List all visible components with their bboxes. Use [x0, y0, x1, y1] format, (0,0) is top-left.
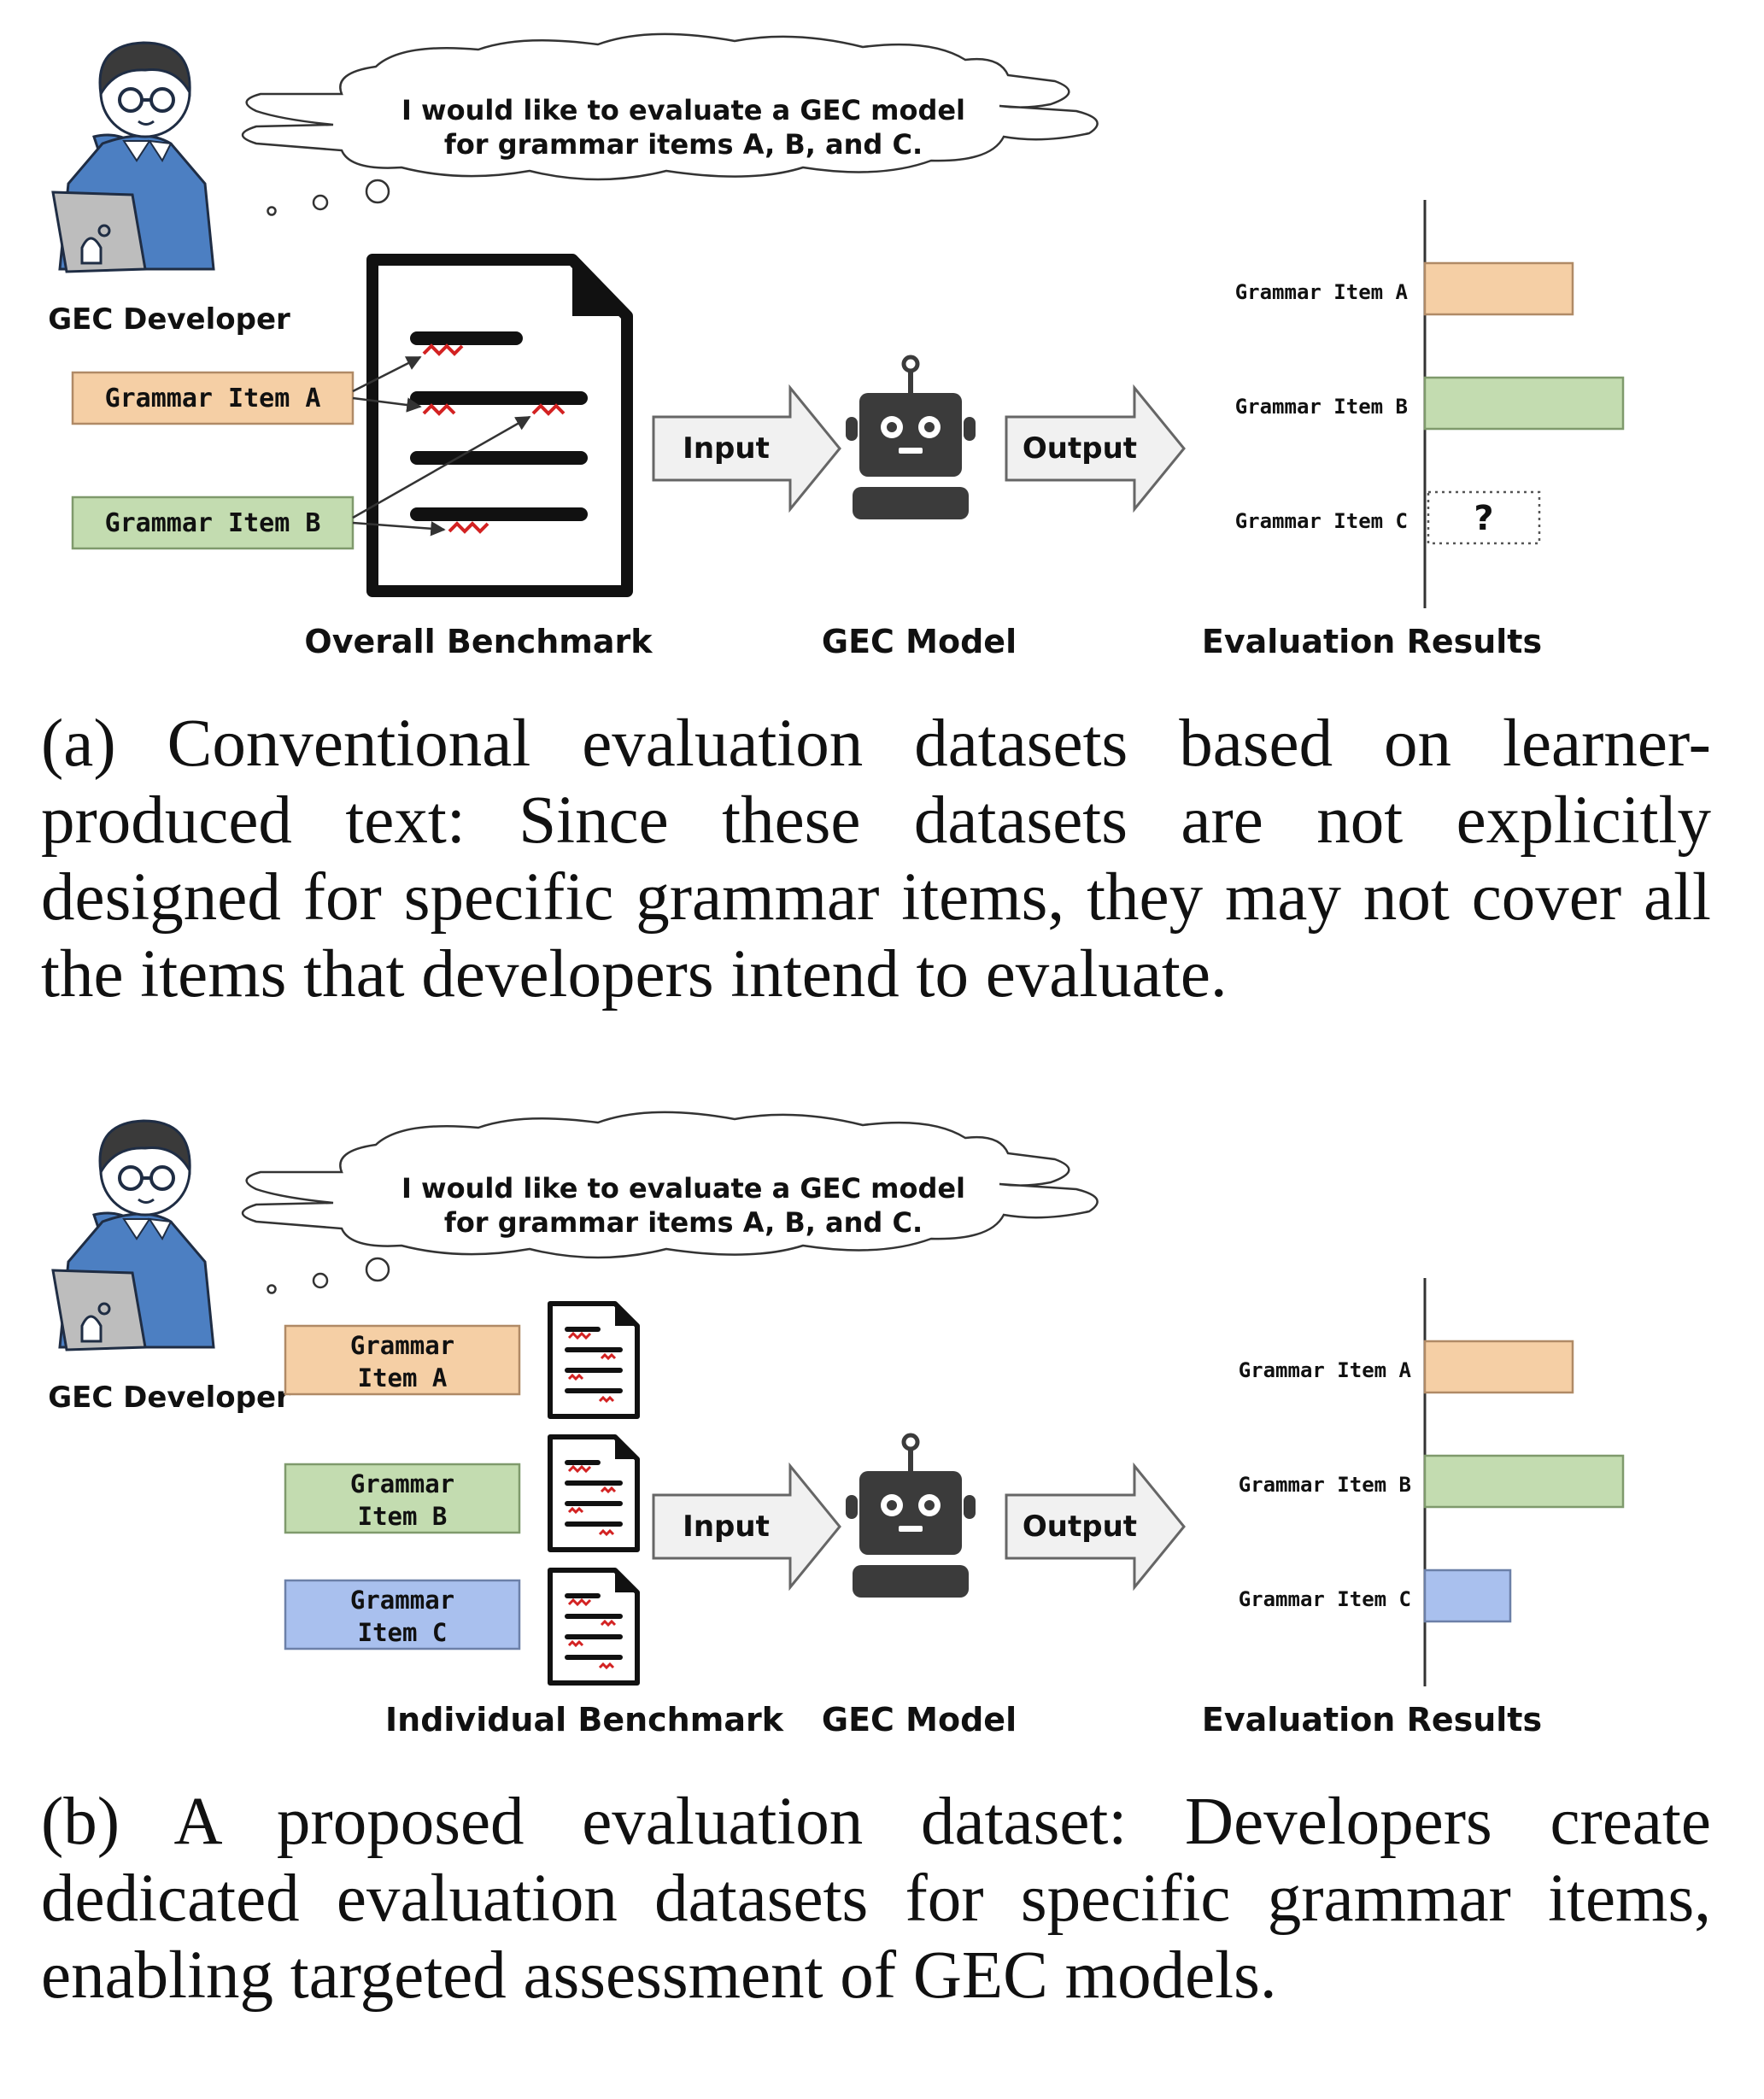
developer-label: GEC Developer	[48, 302, 290, 337]
result-row-label: Grammar Item A	[1235, 280, 1409, 304]
robot-icon	[846, 1435, 976, 1598]
item-b-label-line-1: Grammar	[350, 1469, 454, 1498]
output-label: Output	[1023, 431, 1137, 466]
robot-icon	[846, 357, 976, 519]
item-b-box	[71, 495, 355, 550]
panel-a: GEC Developer I would like to evaluate a…	[48, 32, 1625, 660]
result-row-label: Grammar Item B	[1235, 395, 1408, 419]
error-squiggle	[448, 521, 489, 534]
developer-label: GEC Developer	[48, 1381, 290, 1415]
thought-bubble: I would like to evaluate a GEC model for…	[241, 32, 1099, 216]
result-row-label: Grammar Item C	[1239, 1587, 1411, 1611]
result-row-label: Grammar Item A	[1239, 1358, 1412, 1382]
output-label: Output	[1023, 1510, 1137, 1544]
missing-result-marker: ?	[1474, 499, 1493, 538]
item-b-label-line-2: Item B	[358, 1502, 448, 1531]
overall-benchmark-document	[352, 254, 633, 597]
document-item-c-icon	[550, 1570, 637, 1683]
item-c-box	[284, 1579, 521, 1650]
caption-b: (b) A proposed evaluation dataset: Devel…	[41, 1785, 1711, 2013]
input-label: Input	[683, 431, 770, 466]
result-bar-item-b	[1423, 1454, 1625, 1509]
caption-a: (a) Conventional evaluation datasets bas…	[41, 707, 1711, 1011]
results-label: Evaluation Results	[1202, 1701, 1542, 1738]
item-a-label-line-1: Grammar	[350, 1331, 454, 1360]
item-c-label-line-2: Item C	[358, 1618, 448, 1647]
panel-b: GEC Developer I would like to evaluate a…	[48, 1111, 1625, 1738]
error-squiggle	[422, 343, 464, 356]
result-row-label: Grammar Item C	[1235, 509, 1408, 533]
item-a-label: Grammar Item A	[105, 384, 321, 413]
input-label: Input	[683, 1510, 770, 1544]
result-row-label: Grammar Item B	[1239, 1473, 1411, 1497]
item-b-label: Grammar Item B	[105, 508, 321, 538]
thought-line-2: for grammar items A, B, and C.	[444, 128, 923, 161]
item-a-box	[284, 1324, 521, 1396]
error-squiggle	[531, 403, 566, 416]
item-b-box	[284, 1463, 521, 1534]
thought-line-1: I would like to evaluate a GEC model	[401, 94, 965, 126]
error-squiggle	[422, 403, 456, 416]
item-c-label-line-1: Grammar	[350, 1586, 454, 1615]
benchmark-label: Overall Benchmark	[304, 623, 653, 660]
results-chart-b: Grammar Item A Grammar Item B Grammar It…	[1239, 1278, 1625, 1686]
model-label: GEC Model	[822, 623, 1017, 660]
thought-line-1: I would like to evaluate a GEC model	[401, 1172, 965, 1205]
document-item-b-icon	[550, 1437, 637, 1550]
result-bar-item-c	[1423, 1568, 1512, 1623]
thought-line-2: for grammar items A, B, and C.	[444, 1206, 923, 1239]
results-chart-a: Grammar Item A Grammar Item B Grammar It…	[1235, 200, 1625, 608]
result-bar-item-a	[1423, 1340, 1574, 1394]
document-item-a-icon	[550, 1304, 637, 1416]
result-bar-item-a	[1423, 261, 1574, 316]
missing-result-box	[1427, 490, 1541, 545]
benchmark-label: Individual Benchmark	[385, 1701, 784, 1738]
model-label: GEC Model	[822, 1701, 1017, 1738]
result-bar-item-b	[1423, 376, 1625, 431]
thought-bubble: I would like to evaluate a GEC model for…	[241, 1111, 1099, 1294]
developer-icon	[51, 1119, 215, 1351]
results-label: Evaluation Results	[1202, 623, 1542, 660]
item-a-label-line-2: Item A	[358, 1363, 448, 1392]
developer-icon	[51, 41, 215, 273]
